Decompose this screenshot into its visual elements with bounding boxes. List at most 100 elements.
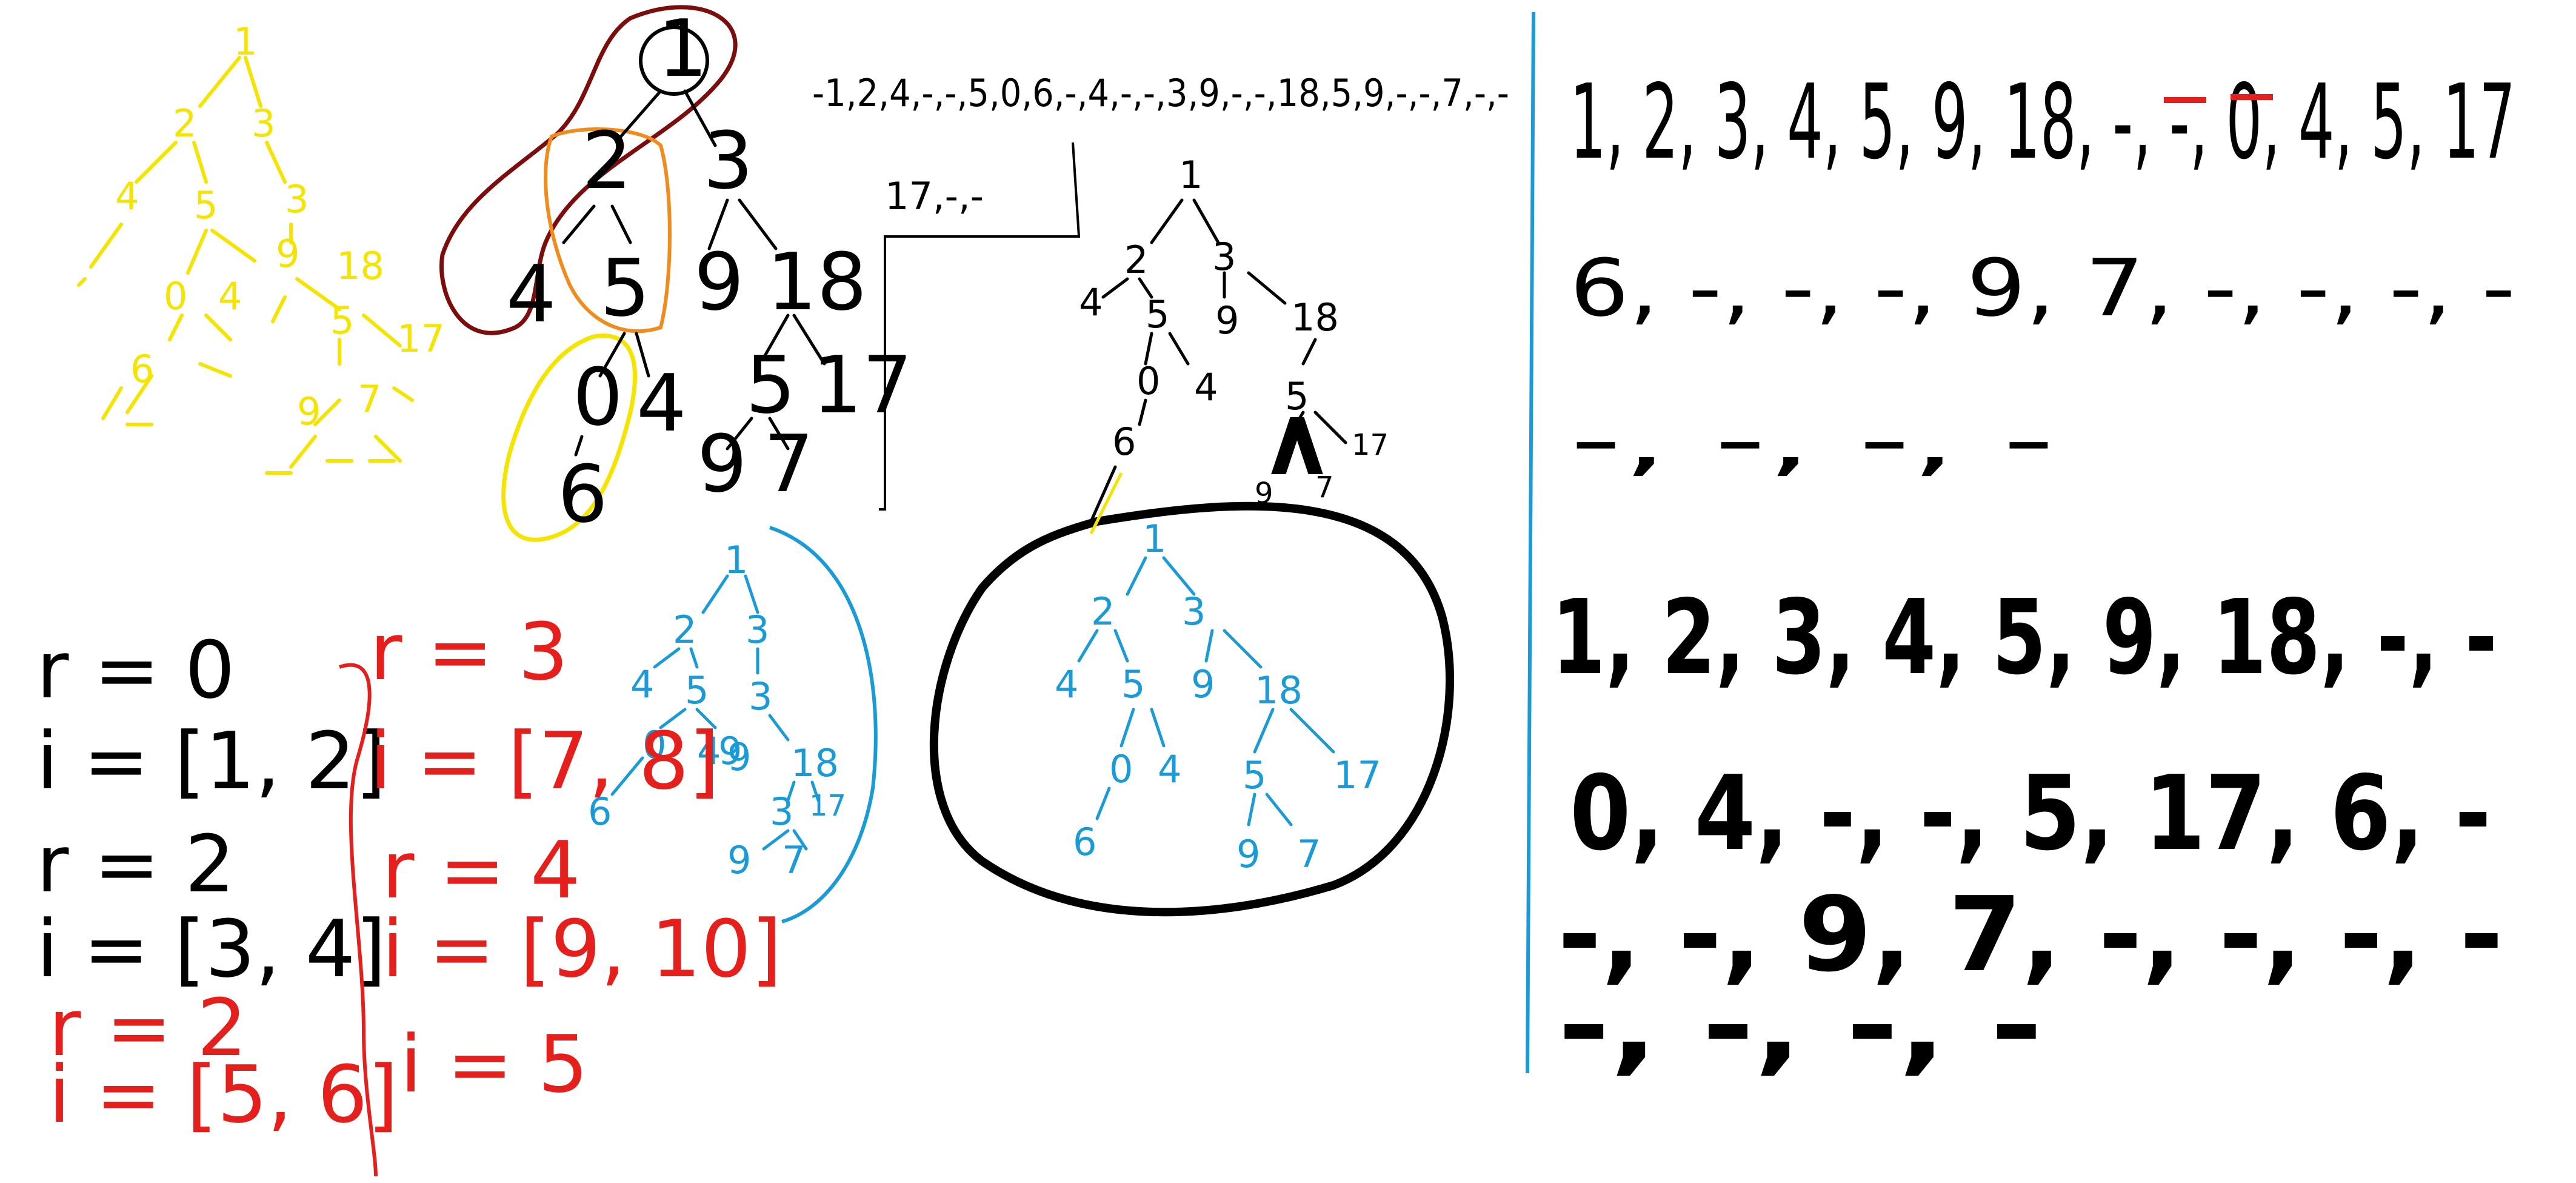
yellow-node: 6 (130, 347, 154, 391)
tree-node: 0 (642, 723, 666, 767)
tree-node: 9 (727, 735, 751, 779)
right-lower-sequence: 1, 2, 3, 4, 5, 9, 18, -, - 0, 4, -, -, 5… (1552, 578, 2503, 1086)
yellow-node: 0 (164, 274, 187, 318)
annotated-tree-edges (562, 89, 826, 457)
yellow-node: 18 (336, 244, 384, 288)
tree-node: 7 (764, 418, 814, 510)
sequence-line: -, -, -, - (1570, 394, 2055, 486)
tree-node: 9 (694, 236, 744, 328)
tree-node: 1 (1143, 517, 1166, 561)
tree-node: 3 (1212, 235, 1236, 279)
tree-node: 2 (1124, 238, 1148, 282)
yellow-node: 2 (173, 101, 196, 146)
note-i: i = [9, 10] (382, 903, 782, 995)
tree-node: 9 (697, 418, 747, 510)
tree-node: 3 (749, 674, 772, 719)
blue-bracket (769, 526, 878, 923)
sequence-line: 1, 2, 3, 4, 5, 9, 18, -, - (1552, 578, 2497, 698)
tree-node: 18 (1255, 668, 1303, 712)
tree-node: 5 (600, 242, 650, 334)
circled-tree: 1 2 3 4 5 9 18 0 4 5 17 6 9 7 (929, 472, 1454, 917)
note-r: r = 2 (48, 982, 247, 1074)
right-upper-sequence: 1, 2, 3, 4, 5, 9, 18, -, -, 0, 4, 5, 17 … (1570, 62, 2515, 486)
note-i: i = [3, 4] (36, 903, 386, 995)
tree-node: 1 (1179, 153, 1203, 197)
tree-node: 4 (1194, 365, 1218, 409)
note-r: r = 4 (382, 824, 581, 916)
tree-node: 1 (724, 538, 748, 582)
tree-node: 5 (746, 339, 796, 431)
note-i: i = 5 (400, 1018, 588, 1110)
black-enclosure (929, 501, 1454, 917)
tree-node: 18 (1291, 295, 1339, 340)
sequence-line: 6, -, -, -, 9, 7, -, -, -, - (1570, 242, 2515, 334)
note-i: i = [7, 8] (370, 715, 719, 807)
tree-node: 3 (703, 115, 753, 207)
tree-node: 5 (1243, 753, 1266, 797)
yellow-node: 9 (297, 389, 321, 434)
tree-node: 9 (1215, 298, 1239, 343)
yellow-node: 4 (218, 274, 242, 318)
tree-node: 9 (1191, 662, 1215, 706)
tree-node: 4 (1055, 662, 1078, 706)
tree-node: 0 (573, 351, 623, 443)
tree-node: 18 (767, 236, 867, 328)
tree-node: 5 (1121, 662, 1145, 706)
note-r: r = 3 (370, 606, 569, 698)
tree-node: 4 (630, 662, 654, 706)
tree-node: 5 (1146, 292, 1169, 337)
tree-node: 7 (782, 838, 806, 882)
yellow-node: 4 (115, 174, 139, 218)
tree-node: 4 (1158, 747, 1181, 791)
tree-node: 6 (588, 789, 612, 834)
tree-node: 7 (1297, 832, 1321, 876)
tree-node: 9 (1236, 832, 1260, 876)
tree-node: 1 (658, 2, 708, 95)
orange-highlight (544, 127, 672, 333)
yellow-node: 3 (285, 177, 309, 221)
bold-branch (1271, 417, 1323, 474)
note-i: i = [1, 2] (36, 715, 386, 807)
root-circle (639, 25, 709, 96)
tree-node: 17 (812, 339, 912, 431)
yellow-node: 3 (252, 101, 275, 146)
tree-node: 2 (1091, 589, 1115, 634)
yellow-node: 17 (397, 317, 445, 361)
sequence-line: -, -, -, - (1558, 966, 2043, 1086)
tree-node: 3 (770, 789, 793, 834)
sequence-line: 0, 4, -, -, 5, 17, 6, - (1570, 754, 2491, 874)
tree-node: 4 (636, 357, 687, 449)
level-notes: r = 0 i = [1, 2] r = 2 i = [3, 4] r = 2 … (36, 606, 782, 1177)
yellow-node: 1 (233, 19, 257, 64)
sequence-line: -, -, 9, 7, -, -, -, - (1558, 875, 2503, 995)
tree-node: 17 (1333, 753, 1381, 797)
tree-node: 3 (746, 608, 769, 652)
note-r: r = 2 (36, 818, 235, 910)
tree-node: 4 (506, 248, 556, 340)
tree-node: 4 (697, 729, 721, 773)
tree-node: 5 (1285, 374, 1309, 418)
yellow-connector (1089, 472, 1123, 535)
tree-node: 4 (1079, 280, 1103, 324)
tree-node: 0 (1109, 747, 1133, 791)
tree-node: 2 (582, 115, 632, 207)
middle-tree-nodes: 1 2 3 4 5 9 18 0 4 5 17 6 9 7 (1079, 153, 1389, 511)
annotated-tree-nodes: 1 2 3 4 5 9 18 0 4 5 17 6 9 7 (506, 2, 912, 540)
notes-col2: r = 3 i = [7, 8] r = 4 i = [9, 10] i = 5 (370, 606, 782, 1110)
blue-divider (1526, 12, 1535, 1074)
yellow-node: 9 (276, 232, 299, 276)
sequence-bracket (879, 142, 1081, 511)
tree-node: 17 (1352, 428, 1389, 462)
tree-node: 7 (1315, 471, 1334, 504)
note-r: r = 0 (36, 624, 235, 716)
blue-tree-nodes: 1 2 3 4 5 3 9 18 6 0 4 9 3 17 9 7 (588, 538, 846, 882)
tree-node: 9 (718, 729, 742, 773)
yellow-highlight (501, 333, 637, 542)
yellow-node: 5 (194, 183, 218, 227)
tree-node: 2 (673, 608, 696, 652)
blue-tree-edges (610, 574, 820, 851)
tree-node: 9 (727, 838, 751, 882)
circled-tree-edges (1077, 556, 1335, 826)
annotated-tree: 1 2 3 4 5 9 18 0 4 5 17 6 9 7 (439, 2, 912, 542)
